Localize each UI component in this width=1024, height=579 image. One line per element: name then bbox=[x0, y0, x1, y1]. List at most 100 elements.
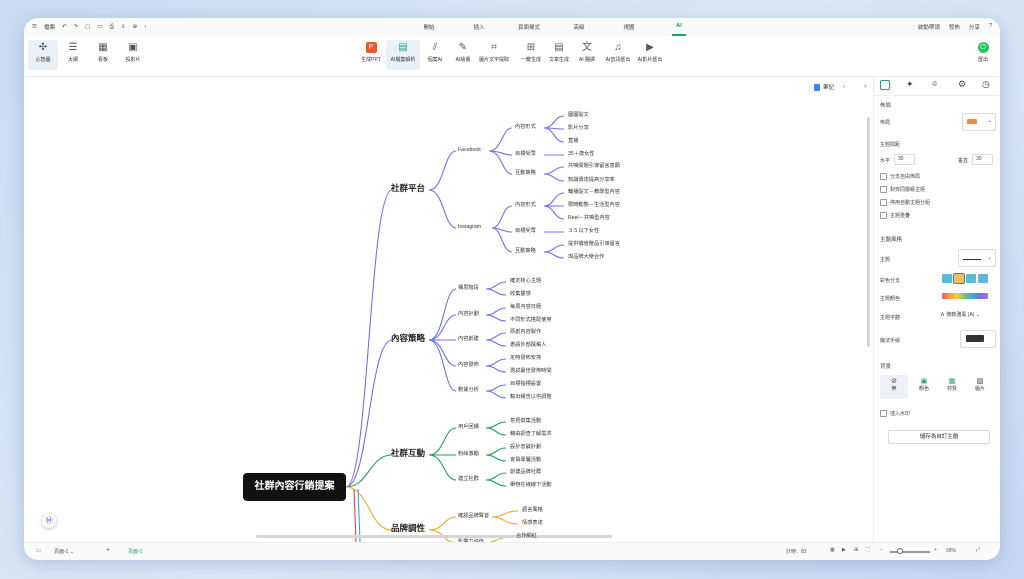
help-icon[interactable]: ? bbox=[988, 23, 992, 29]
topic-content-child[interactable]: 內容創建 bbox=[458, 336, 479, 342]
checkbox[interactable] bbox=[880, 173, 887, 180]
open-folder-icon[interactable]: ▭ bbox=[97, 24, 103, 30]
split-icon[interactable]: ⊞ bbox=[854, 547, 859, 553]
topic-content-child[interactable]: 內容計劃 bbox=[458, 311, 479, 317]
file-menu[interactable]: 檔案 bbox=[43, 25, 55, 31]
checkbox[interactable] bbox=[880, 212, 887, 219]
topic-interaction-item[interactable]: 會員專屬活動 bbox=[510, 457, 542, 463]
topic-platform[interactable]: 社群平台 bbox=[391, 183, 426, 193]
topic-fb-strategy-item[interactable]: 共鳴問題引導留言意願 bbox=[568, 163, 620, 169]
topic-fb-audience-item[interactable]: 35＋歲女性 bbox=[568, 151, 595, 157]
layout-icon[interactable] bbox=[880, 80, 890, 90]
share-icon[interactable]: ⊕ bbox=[132, 24, 138, 30]
mindmap-view-button[interactable]: ✣心智圖 bbox=[28, 40, 58, 70]
topic-content-item[interactable]: 測試最佳發佈時間 bbox=[510, 368, 552, 374]
topic-content-item[interactable]: 收集靈感 bbox=[510, 291, 531, 297]
save-custom-theme-button[interactable]: 儲存為自訂主題 bbox=[888, 430, 990, 444]
zoom-in-icon[interactable]: + bbox=[934, 547, 937, 553]
menu-icon[interactable]: ☰ bbox=[32, 24, 37, 30]
topic-content-strategy[interactable]: 內容策略 bbox=[391, 333, 426, 343]
topic-interaction-child[interactable]: 粉絲激勵 bbox=[458, 451, 479, 457]
add-page-icon[interactable]: + bbox=[106, 547, 111, 554]
topic-ig-strategy-item[interactable]: 與品牌大使合作 bbox=[568, 254, 605, 260]
topic-content-item[interactable]: 確定核心主題 bbox=[510, 278, 542, 284]
topic-interaction-item[interactable]: 意見徵集活動 bbox=[510, 418, 542, 424]
sparkle-icon[interactable]: ✦ bbox=[906, 79, 914, 89]
tab-start[interactable]: 開始 bbox=[423, 25, 435, 31]
share-button[interactable]: 分享 bbox=[968, 25, 980, 31]
topic-content-item[interactable]: 不同形式搭配使用 bbox=[510, 317, 552, 323]
option-free-layout[interactable]: 分支自由佈局 bbox=[880, 173, 920, 180]
notes-button[interactable]: 筆記 ‹ bbox=[814, 83, 845, 91]
zoom-slider-handle[interactable] bbox=[897, 548, 903, 554]
layout-dropdown[interactable]: ⌄ bbox=[962, 113, 996, 131]
branch-style-option[interactable] bbox=[953, 273, 965, 284]
topic-interaction[interactable]: 社群互動 bbox=[391, 448, 426, 458]
topic-brand-item[interactable]: 情感表達 bbox=[522, 520, 543, 526]
zoom-slider[interactable] bbox=[890, 551, 930, 553]
tab-view[interactable]: 視圖 bbox=[623, 25, 635, 31]
topic-content-item[interactable]: 定時發佈安排 bbox=[510, 355, 542, 361]
topic-interaction-item[interactable]: 創建品牌社群 bbox=[510, 469, 542, 475]
undo-icon[interactable]: ↶ bbox=[61, 24, 67, 30]
hand-drawn-dropdown[interactable] bbox=[960, 330, 996, 348]
theme-font-dropdown[interactable]: Ａ 微軟雅黑 (A) ⌄ bbox=[940, 312, 981, 318]
bg-option-color[interactable]: ▣顏色 bbox=[910, 375, 938, 399]
topic-interaction-child[interactable]: 用戶回饋 bbox=[458, 424, 479, 430]
topic-fb-form-item[interactable]: 直播 bbox=[568, 138, 579, 144]
topic-content-item[interactable]: 邀請外部撰稿人 bbox=[510, 342, 547, 348]
topic-content-item[interactable]: 每周內容日曆 bbox=[510, 304, 542, 310]
option-disable-auto-group[interactable]: 停用自動主題分組 bbox=[880, 199, 930, 206]
ai-file-parse-button[interactable]: ▤AI檔案解析 bbox=[386, 40, 420, 70]
vertical-scrollbar[interactable] bbox=[867, 117, 870, 347]
topic-interaction-item[interactable]: 舉辦在線線下活動 bbox=[510, 482, 552, 488]
panel-collapse-icon[interactable]: › bbox=[864, 83, 867, 90]
topic-fb-form-item[interactable]: 影片分享 bbox=[568, 125, 589, 131]
location-icon[interactable]: ⌾ bbox=[932, 79, 938, 89]
ai-audio-export-button[interactable]: ♫AI音訊匯出 bbox=[605, 42, 631, 63]
topic-fb-strategy-item[interactable]: 知識傳達提高分享率 bbox=[568, 177, 615, 183]
fullscreen-icon[interactable]: ⛶ bbox=[866, 547, 870, 553]
topic-interaction-child[interactable]: 建立社群 bbox=[458, 476, 479, 482]
topic-ig-strategy[interactable]: 互動策略 bbox=[515, 248, 536, 254]
topic-content-child[interactable]: 數據分析 bbox=[458, 387, 479, 393]
zoom-value[interactable]: 99% bbox=[946, 548, 957, 554]
checkbox[interactable] bbox=[880, 186, 887, 193]
topic-interaction-item[interactable]: 藉由調查了解需求 bbox=[510, 431, 552, 437]
topic-content-child[interactable]: 構思階段 bbox=[458, 285, 479, 291]
active-page-tab[interactable]: 頁面-1 bbox=[128, 549, 143, 555]
article-generate-button[interactable]: ▤文章生成 bbox=[548, 42, 569, 63]
outline-view-button[interactable]: ☰大綱 bbox=[67, 42, 78, 63]
branch-style-option[interactable] bbox=[966, 274, 976, 283]
tab-page-style[interactable]: 頁面樣式 bbox=[517, 25, 540, 31]
kanban-view-button[interactable]: ▦看板 bbox=[97, 42, 108, 63]
tab-ai[interactable]: AI bbox=[676, 23, 682, 29]
slides-view-button[interactable]: ▣投影片 bbox=[125, 42, 141, 63]
topic-ig-strategy-item[interactable]: 提供價值贈品引導留言 bbox=[568, 241, 620, 247]
full-view-icon[interactable]: ⤢ bbox=[976, 547, 981, 553]
topic-brand[interactable]: 品牌調性 bbox=[391, 523, 426, 533]
tab-advanced[interactable]: 高級 bbox=[573, 25, 585, 31]
ai-video-export-button[interactable]: ▶AI影片匯出 bbox=[637, 42, 663, 63]
gear-icon[interactable]: ⚙ bbox=[958, 79, 967, 89]
theme-dropdown[interactable]: ⌄ bbox=[958, 249, 996, 267]
bg-option-image[interactable]: ▨圖片 bbox=[966, 375, 994, 399]
present-icon[interactable]: ▶ bbox=[842, 547, 846, 553]
ai-paint-button[interactable]: ✎AI繪畫 bbox=[455, 42, 471, 63]
root-topic[interactable]: 社群內容行銷提案 bbox=[243, 473, 346, 501]
fit-icon[interactable]: ▦ bbox=[830, 547, 835, 553]
zoom-out-icon[interactable]: − bbox=[880, 547, 883, 553]
branch-style-option[interactable] bbox=[978, 274, 988, 283]
topic-interaction-item[interactable]: 設計忠誠計劃 bbox=[510, 444, 542, 450]
topic-ig-audience[interactable]: 目標受眾 bbox=[515, 228, 536, 234]
topic-ig-audience-item[interactable]: ３５以下女性 bbox=[568, 228, 600, 234]
topic-brand-item[interactable]: 語言風格 bbox=[522, 507, 543, 513]
checkbox[interactable] bbox=[880, 199, 887, 206]
tab-insert[interactable]: 插入 bbox=[473, 25, 485, 31]
mindmap-canvas[interactable]: 筆記 ‹ › Ⓜ 社群內容行銷提案 社群平台 內容策略 社群互動 品牌調性 Fa… bbox=[24, 77, 873, 545]
new-file-icon[interactable]: ▢ bbox=[85, 24, 91, 30]
bg-option-none[interactable]: ⊘無 bbox=[880, 375, 908, 399]
export-icon[interactable]: ⇪ bbox=[120, 24, 126, 30]
option-topic-overlap[interactable]: 主題重疊 bbox=[880, 212, 910, 219]
